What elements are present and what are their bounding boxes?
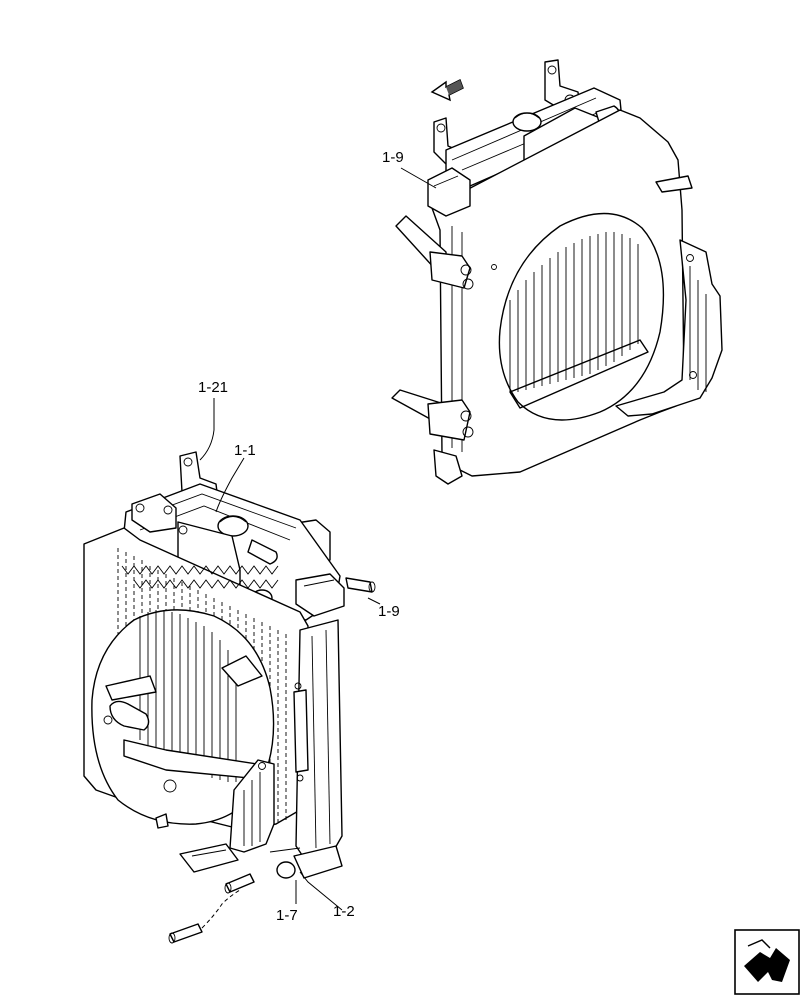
leader-lines <box>199 167 437 911</box>
callout-1-21: 1-21 <box>198 379 228 396</box>
callout-1-7: 1-7 <box>276 907 298 924</box>
next-page-icon[interactable] <box>734 929 800 995</box>
upper-shroud-assembly <box>391 59 723 485</box>
direction-arrow-icon <box>430 79 464 102</box>
callout-1-9-lower: 1-9 <box>378 603 400 620</box>
callout-1-2: 1-2 <box>333 903 355 920</box>
callout-1-9-upper: 1-9 <box>382 149 404 166</box>
upper-fins <box>509 232 639 392</box>
callout-1-1: 1-1 <box>234 442 256 459</box>
lower-radiator-assembly <box>83 451 376 944</box>
lower-fins <box>139 610 237 782</box>
